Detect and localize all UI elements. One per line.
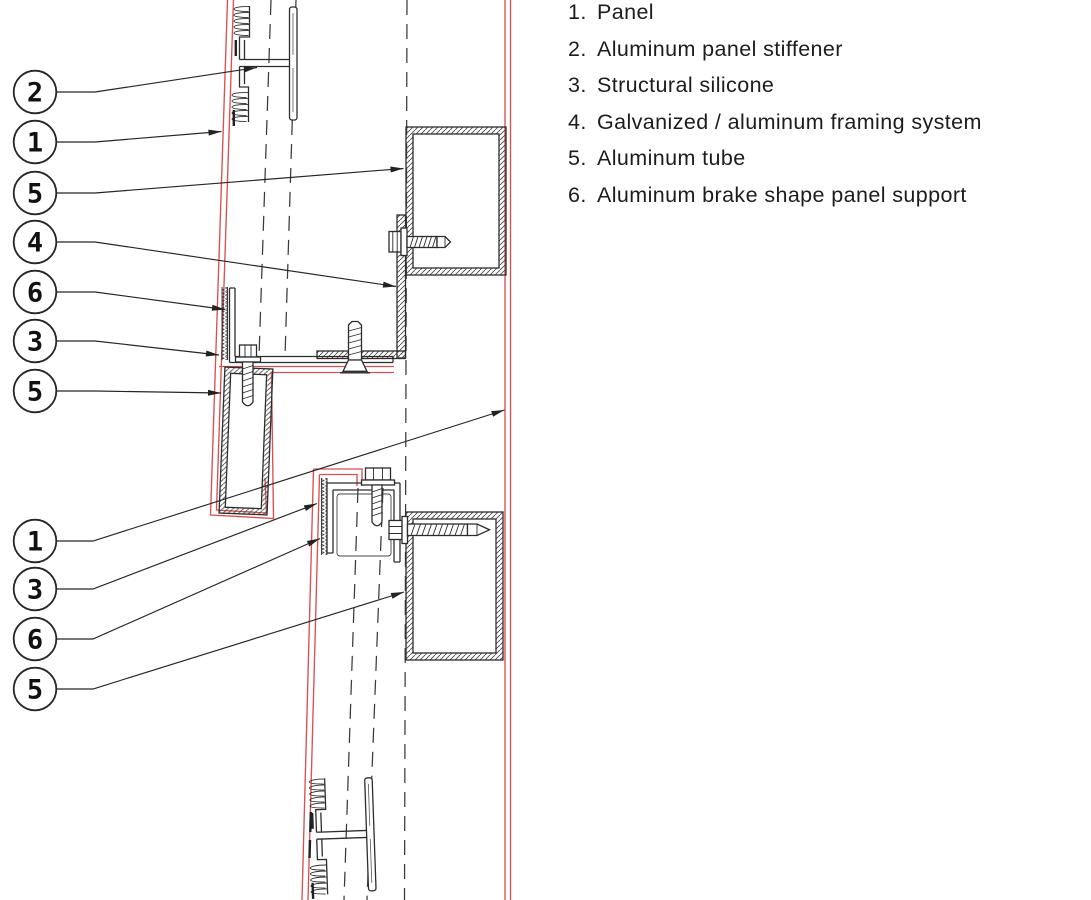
brake-support-top [228,287,394,364]
screw-bottom-horizontal [388,515,492,545]
legend-item-3: 3. Structural silicone [568,67,982,104]
callout-6-bottom: 6 [12,616,58,662]
centerlines [258,0,408,900]
leader-4 [56,241,397,288]
leader-5-top [56,166,404,194]
svg-text:3: 3 [27,327,43,358]
legend-item-6: 6. Aluminum brake shape panel support [568,177,982,214]
silicone-top [221,287,228,360]
legend-num: 5. [568,146,587,171]
callout-4: 4 [12,219,58,265]
hex-bolt-bottom [360,467,396,527]
legend-label: Aluminum brake shape panel support [597,182,967,207]
callout-5-mid: 5 [12,368,58,414]
svg-text:1: 1 [27,527,43,558]
bottom-extrusion-profile [336,493,392,557]
bottom-panel-stiffener [307,777,376,899]
top-panel-stiffener [232,6,297,126]
callout-1-top: 1 [12,119,58,165]
leader-3-top [56,340,220,357]
silicone-bottom [321,478,328,555]
centerline [258,0,272,358]
legend-num: 1. [568,0,587,24]
leader-lines [56,66,505,690]
legend-num: 3. [568,73,587,98]
leader-6-bottom [56,537,321,640]
legend-label: Aluminum tube [597,146,746,171]
svg-text:5: 5 [27,179,43,210]
legend-item-4: 4. Galvanized / aluminum framing system [568,104,982,141]
callout-2: 2 [12,69,58,115]
top-aluminum-tube [405,126,507,276]
leader-5-mid [56,389,222,396]
legend-label: Galvanized / aluminum framing system [597,109,982,134]
bottom-panel-face [301,468,363,900]
screw-top-horizontal [388,227,452,257]
callout-3-bottom: 3 [12,566,58,612]
legend-item-2: 2. Aluminum panel stiffener [568,31,982,68]
callout-3-top: 3 [12,318,58,364]
legend-label: Structural silicone [597,73,775,98]
top-panel-face [209,0,394,520]
hex-bolt-top [234,344,262,407]
callout-6-top: 6 [12,269,58,315]
leader-2 [56,66,258,93]
legend-num: 4. [568,109,587,134]
callout-1-bottom: 1 [12,518,58,564]
svg-text:6: 6 [27,278,43,309]
leader-6-top [56,291,226,311]
svg-text:5: 5 [27,377,43,408]
countersunk-screw [340,320,370,374]
legend-label: Panel [597,0,654,24]
leader-1-top [56,129,222,143]
svg-text:2: 2 [27,78,43,109]
callout-5-bottom: 5 [12,666,58,712]
legend: 1. Panel 2. Aluminum panel stiffener 3. Str… [568,0,982,214]
joint-aluminum-tube [218,366,274,516]
sealant-marks [308,811,312,859]
svg-text:4: 4 [27,228,43,259]
leader-3-bottom [56,502,318,590]
legend-num: 2. [568,36,587,61]
legend-item-1: 1. Panel [568,0,982,31]
callout-5-top: 5 [12,170,58,216]
legend-label: Aluminum panel stiffener [597,36,843,61]
svg-text:6: 6 [27,625,43,656]
bottom-aluminum-tube [405,511,504,661]
leader-5-bottom [56,591,405,690]
leader-1-bottom [56,409,505,542]
callouts: 2 1 5 4 6 3 5 1 [12,69,58,712]
svg-text:1: 1 [27,128,43,159]
svg-text:3: 3 [27,575,43,606]
legend-item-5: 5. Aluminum tube [568,140,982,177]
svg-text:5: 5 [27,675,43,706]
legend-num: 6. [568,182,587,207]
